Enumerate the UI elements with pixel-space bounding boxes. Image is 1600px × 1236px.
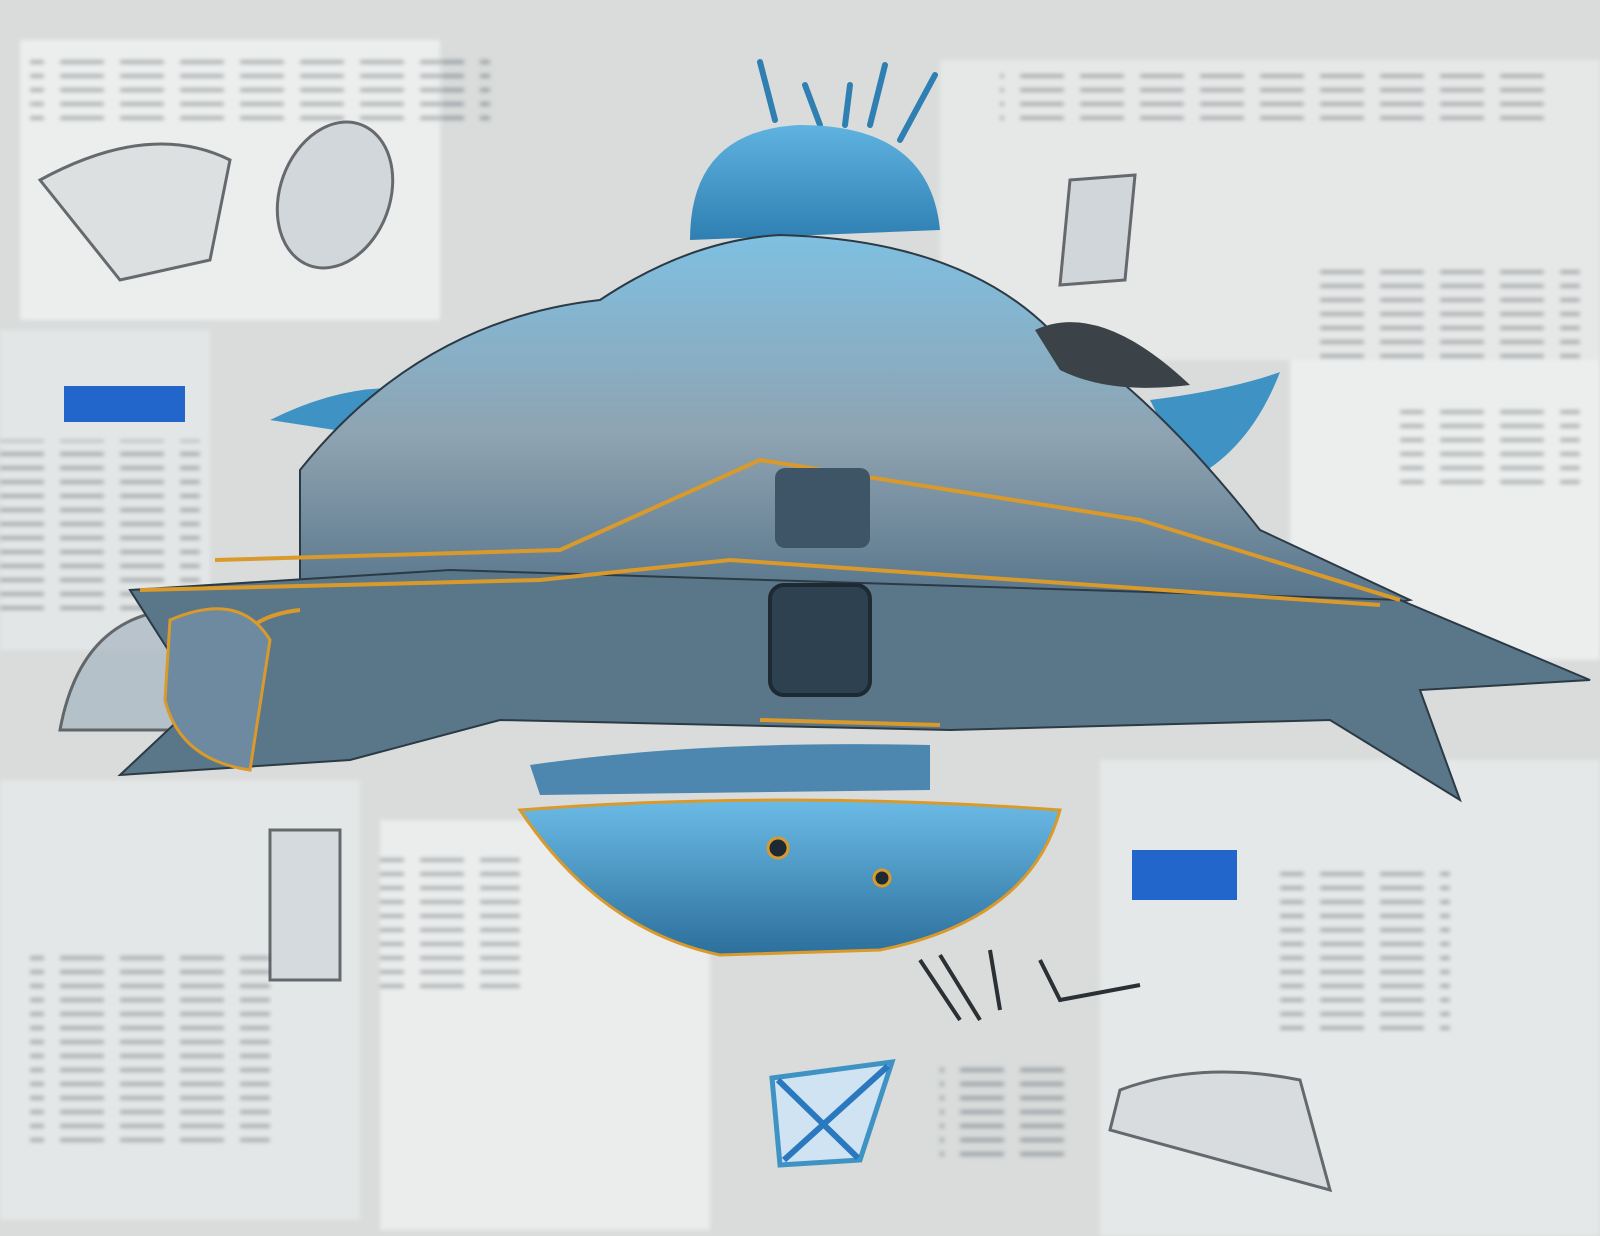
blueprint-sheets xyxy=(0,40,1600,1236)
oval-sketch xyxy=(275,120,395,270)
text-lines xyxy=(30,60,490,120)
text-lines xyxy=(940,1060,1080,1160)
porthole xyxy=(766,836,790,860)
text-lines xyxy=(380,850,520,990)
gold-trim xyxy=(139,457,1401,727)
blue-marker xyxy=(64,386,185,422)
text-lines xyxy=(1000,70,1560,130)
shape-sketch xyxy=(268,828,342,982)
x-mark-sketch xyxy=(769,1058,896,1168)
shape-sketch xyxy=(1108,1070,1333,1193)
left-engine xyxy=(163,607,272,772)
text-lines xyxy=(1310,270,1580,360)
scaffold-sketch xyxy=(918,949,1141,1022)
shape-sketch xyxy=(37,142,232,282)
top-dome xyxy=(690,125,940,240)
text-lines xyxy=(1280,870,1450,1040)
spaceship xyxy=(117,59,1591,1022)
sketches xyxy=(37,120,1333,1193)
window xyxy=(768,583,872,697)
window xyxy=(775,468,870,548)
hull-opening xyxy=(1035,322,1190,388)
text-lines xyxy=(1400,410,1580,490)
antennae xyxy=(757,59,938,143)
blue-marker xyxy=(1132,850,1237,900)
shape-sketch xyxy=(1058,173,1137,287)
upper-hull xyxy=(299,233,1414,642)
porthole xyxy=(872,868,892,888)
lower-spine xyxy=(530,744,930,795)
text-lines xyxy=(30,950,270,1150)
lower-pod xyxy=(517,798,1062,957)
